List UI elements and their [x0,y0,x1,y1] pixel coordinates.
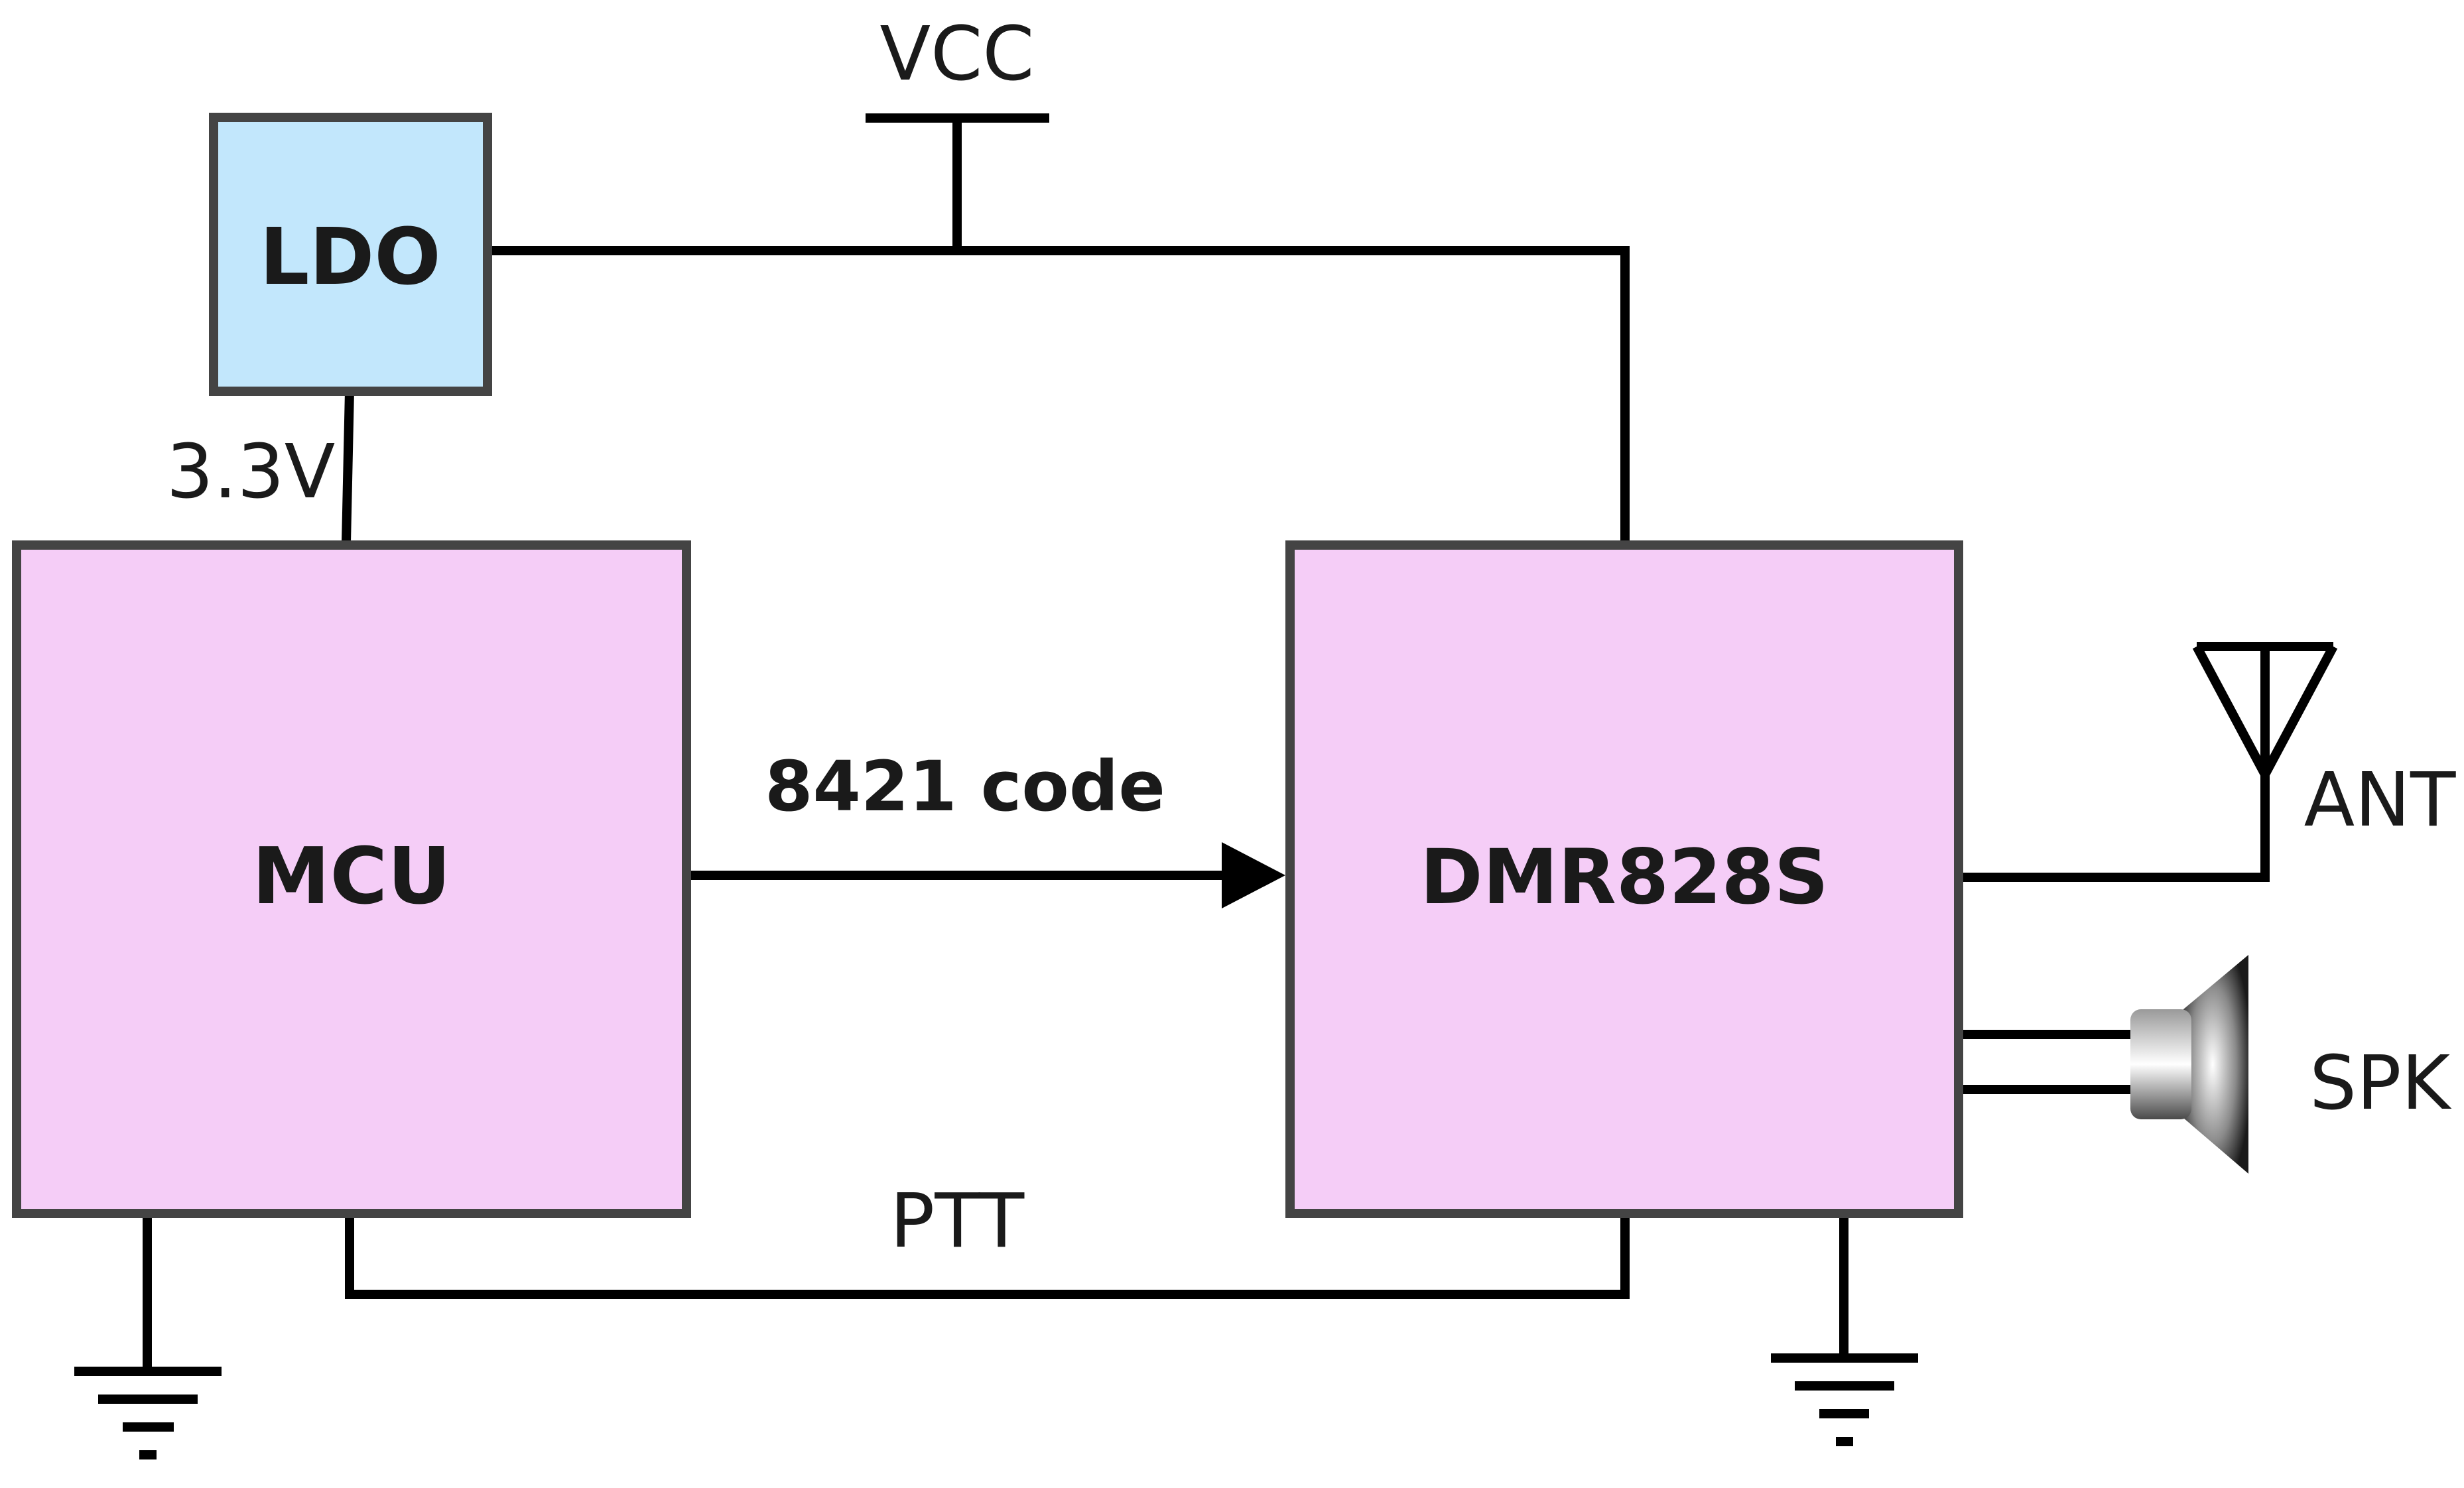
dmr828s-block: DMR828S [1285,540,1963,1218]
vcc-wire [491,246,1630,542]
mcu-label: MCU [252,830,451,922]
ground-right-icon [1771,1213,1918,1446]
code-bus-arrow [690,842,1285,908]
ldo-to-mcu-wire [342,391,354,543]
ground-left-icon [74,1213,222,1459]
ptt-label: PTT [890,1178,1025,1265]
speaker-wires [1960,1030,2134,1094]
voltage-3v3-label: 3.3V [166,429,336,515]
mcu-block: MCU [12,540,691,1218]
antenna-icon [2192,642,2338,777]
dmr828s-label: DMR828S [1420,833,1829,921]
ant-label: ANT [2304,757,2456,843]
ptt-wire [345,1213,1630,1299]
spk-label: SPK [2309,1040,2452,1127]
ldo-label: LDO [259,211,440,302]
speaker-icon [2130,955,2248,1174]
ldo-block: LDO [209,113,492,396]
vcc-rail-icon [866,113,1049,251]
vcc-label: VCC [879,11,1034,97]
code-bus-label: 8421 code [765,746,1165,827]
antenna-wire [1960,775,2270,882]
